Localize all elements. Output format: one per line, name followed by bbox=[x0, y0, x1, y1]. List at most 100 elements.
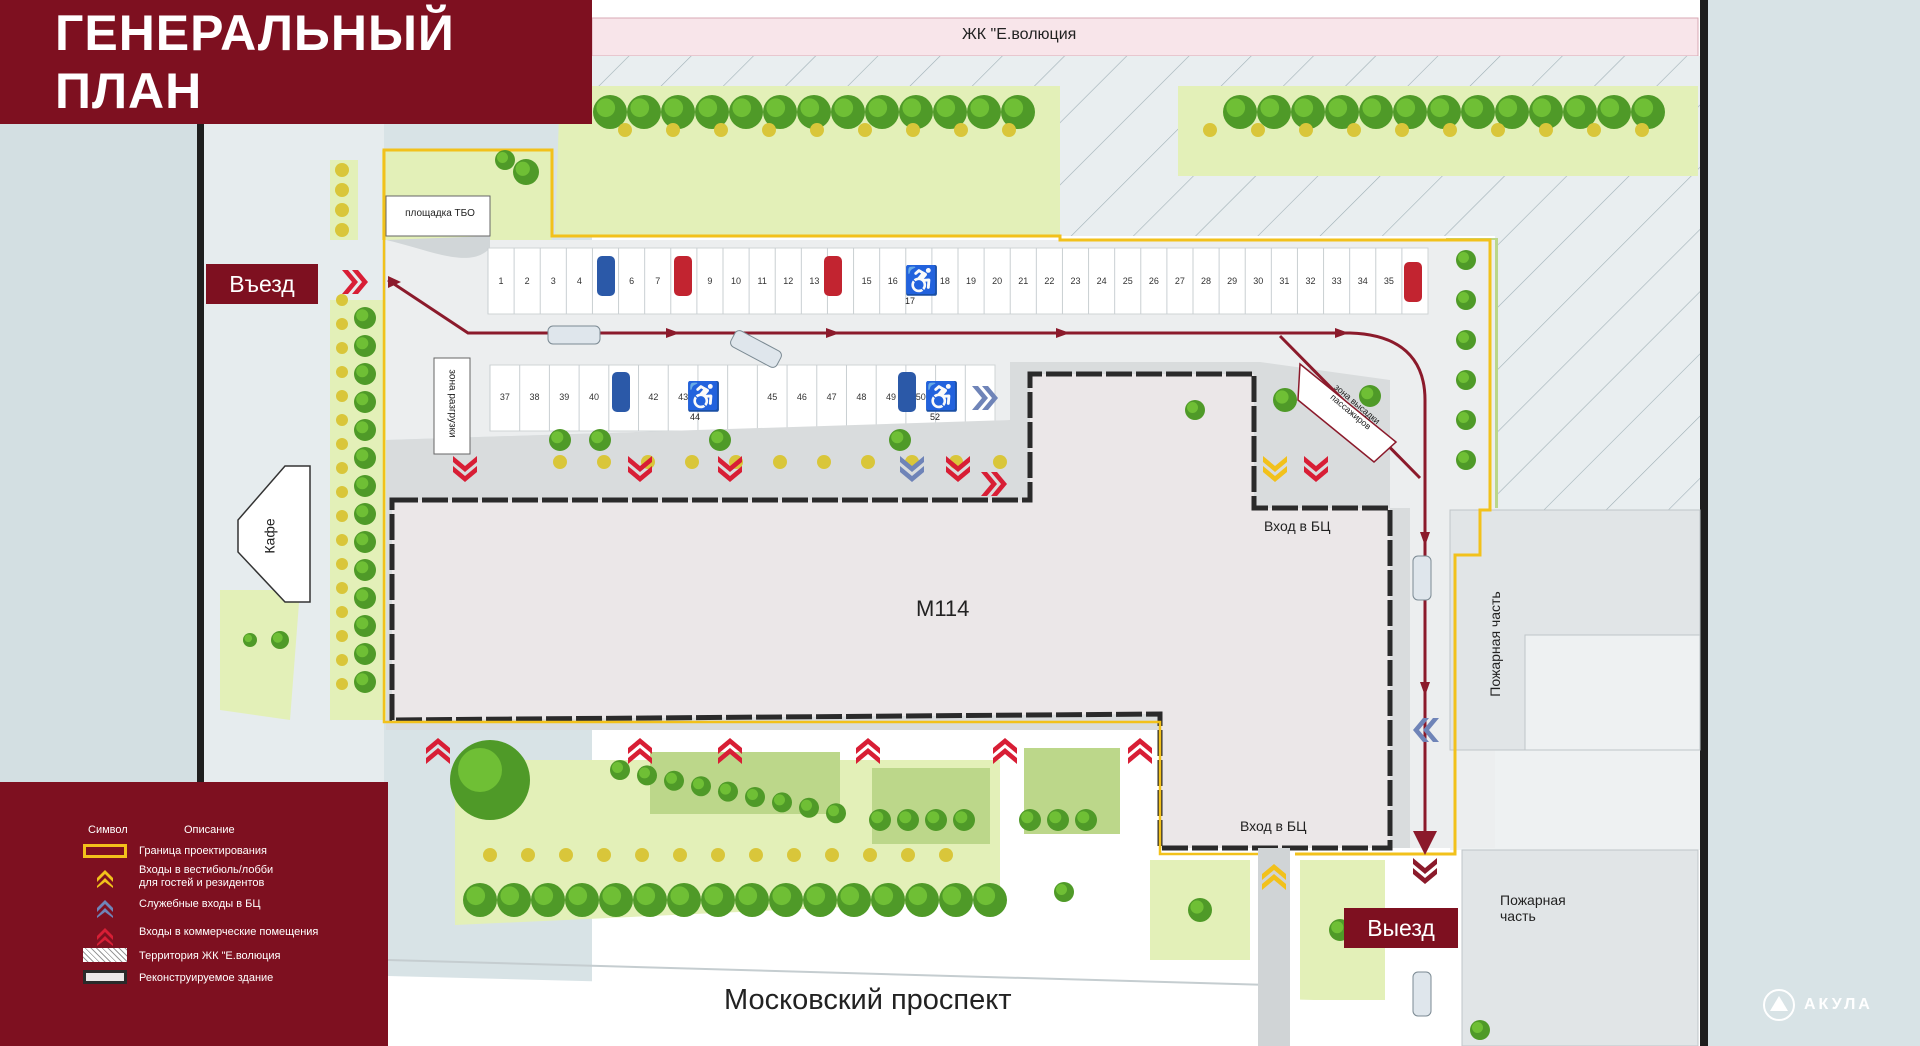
bush-icon bbox=[714, 123, 728, 137]
tree-highlight bbox=[720, 783, 731, 795]
tree-highlight bbox=[1294, 98, 1314, 118]
tree-highlight bbox=[458, 748, 502, 792]
tree-highlight bbox=[636, 886, 656, 906]
tree-highlight bbox=[1361, 387, 1374, 400]
bush-icon bbox=[749, 848, 763, 862]
car-white bbox=[730, 330, 782, 368]
unloading-zone-label: зона разгрузки bbox=[446, 369, 458, 438]
legend-panel: Символ Описание Граница проектирования В… bbox=[0, 782, 388, 1046]
parking-spot-number: 11 bbox=[757, 276, 766, 286]
legend-item-lobby-entry: Входы в вестибюль/лобби для гостей и рез… bbox=[83, 864, 373, 892]
tree-highlight bbox=[356, 561, 369, 574]
tree-highlight bbox=[1464, 98, 1484, 118]
parking-spot-number: 20 bbox=[992, 276, 1002, 286]
legend-item-reconstructed: Реконструируемое здание bbox=[83, 968, 373, 990]
bush-icon bbox=[1203, 123, 1217, 137]
bush-icon bbox=[336, 366, 348, 378]
bush-icon bbox=[1395, 123, 1409, 137]
entrance-markers bbox=[342, 270, 1439, 890]
tree-highlight bbox=[732, 98, 752, 118]
tree-highlight bbox=[356, 477, 369, 490]
bush-icon bbox=[336, 606, 348, 618]
bush-icon bbox=[939, 848, 953, 862]
parking-spot-number: 34 bbox=[1358, 276, 1368, 286]
chevron-icon bbox=[628, 738, 652, 764]
tree-highlight bbox=[515, 161, 530, 176]
tree-highlight bbox=[356, 449, 369, 462]
tree-highlight bbox=[942, 886, 962, 906]
tree-highlight bbox=[1430, 98, 1450, 118]
bush-icon bbox=[335, 223, 349, 237]
tree-highlight bbox=[834, 98, 854, 118]
bush-icon bbox=[954, 123, 968, 137]
building-label: М114 bbox=[916, 596, 970, 621]
tree-highlight bbox=[698, 98, 718, 118]
tree-highlight bbox=[704, 886, 724, 906]
bush-icon bbox=[858, 123, 872, 137]
entry-sign: Въезд bbox=[206, 264, 318, 304]
parking-spot-number: 35 bbox=[1384, 276, 1394, 286]
tree-highlight bbox=[1021, 811, 1034, 824]
bush-icon bbox=[336, 318, 348, 330]
bush-icon bbox=[773, 455, 787, 469]
tree-highlight bbox=[1056, 884, 1067, 895]
tree-highlight bbox=[1328, 98, 1348, 118]
tree-highlight bbox=[596, 98, 616, 118]
car-white bbox=[1412, 971, 1432, 1017]
legend-item-boundary: Граница проектирования bbox=[83, 842, 373, 864]
tree-highlight bbox=[840, 886, 860, 906]
parking-spot-number: 49 bbox=[886, 392, 896, 402]
tree-highlight bbox=[1634, 98, 1654, 118]
boundary-wall-right bbox=[1700, 0, 1708, 1046]
tree-highlight bbox=[356, 533, 369, 546]
parking-spot-number: 21 bbox=[1018, 276, 1028, 286]
tree-highlight bbox=[630, 98, 650, 118]
tree-highlight bbox=[1190, 900, 1204, 914]
tree-highlight bbox=[1458, 372, 1469, 383]
shark-logo-icon bbox=[1763, 989, 1795, 1021]
tree-highlight bbox=[871, 811, 884, 824]
bush-icon bbox=[817, 455, 831, 469]
car-red bbox=[1404, 262, 1422, 302]
bush-icon bbox=[335, 203, 349, 217]
cafe-building bbox=[237, 465, 311, 603]
tree-highlight bbox=[927, 811, 940, 824]
chevron-icon bbox=[981, 472, 1007, 496]
bush-icon bbox=[597, 848, 611, 862]
tree-highlight bbox=[500, 886, 520, 906]
parking-spot-number: 32 bbox=[1305, 276, 1315, 286]
parking-spot-number: 6 bbox=[629, 276, 634, 286]
parking-spot-number: 50 bbox=[916, 392, 926, 402]
disabled-icon: ♿ bbox=[686, 381, 721, 412]
tree-highlight bbox=[356, 589, 369, 602]
tree-highlight bbox=[1331, 921, 1344, 934]
bush-icon bbox=[336, 486, 348, 498]
parking-spot-number: 16 bbox=[888, 276, 898, 286]
tree-highlight bbox=[766, 98, 786, 118]
exit-sign: Выезд bbox=[1344, 908, 1458, 948]
tree-highlight bbox=[1396, 98, 1416, 118]
parking-spot-number: 12 bbox=[783, 276, 793, 286]
bush-icon bbox=[336, 414, 348, 426]
tree-highlight bbox=[806, 886, 826, 906]
tree-highlight bbox=[497, 152, 508, 163]
tree-highlight bbox=[612, 762, 623, 773]
disabled-icon: ♿ bbox=[924, 381, 959, 412]
tree-highlight bbox=[828, 805, 839, 817]
bush-icon bbox=[336, 654, 348, 666]
bush-icon bbox=[336, 534, 348, 546]
building-m114 bbox=[389, 371, 1393, 851]
disabled-spot-17: 17 bbox=[905, 296, 916, 306]
tree-highlight bbox=[891, 431, 904, 444]
tree-highlight bbox=[1260, 98, 1280, 118]
tree-highlight bbox=[356, 365, 369, 378]
bush-icon bbox=[1347, 123, 1361, 137]
bush-icon bbox=[762, 123, 776, 137]
bush-icon bbox=[863, 848, 877, 862]
bush-icon bbox=[618, 123, 632, 137]
tree-highlight bbox=[1226, 98, 1246, 118]
legend-item-commercial-entry: Входы в коммерческие помещения bbox=[83, 922, 373, 946]
cars bbox=[547, 256, 1432, 1017]
parking-spot-number: 38 bbox=[530, 392, 540, 402]
chevron-icon bbox=[718, 456, 742, 482]
